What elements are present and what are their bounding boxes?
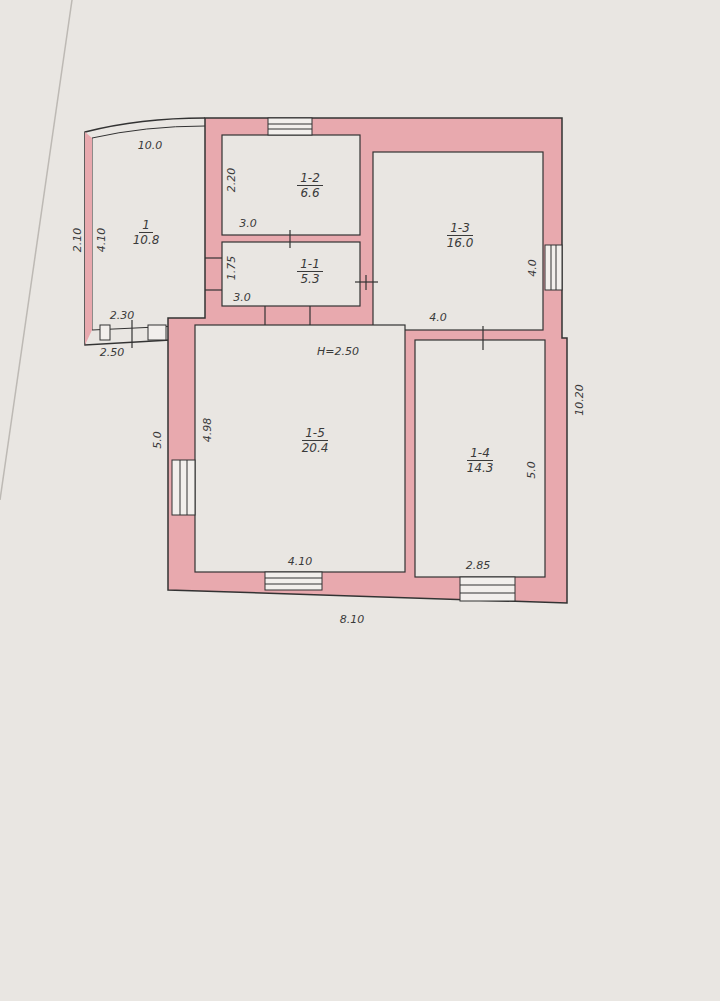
room-number: 1-4 bbox=[467, 446, 493, 461]
dimension-label: H=2.50 bbox=[317, 346, 359, 358]
dimension-label: 8.10 bbox=[340, 614, 365, 626]
veranda-inner bbox=[92, 126, 205, 330]
dimension-label: 5.0 bbox=[526, 461, 538, 479]
room: 1-414.3 bbox=[420, 380, 540, 540]
veranda-outline bbox=[85, 118, 205, 345]
dimension-label: 4.98 bbox=[202, 418, 214, 443]
outer-wall bbox=[168, 118, 567, 603]
room: 1-15.3 bbox=[260, 246, 360, 296]
room-area: 10.8 bbox=[130, 233, 163, 247]
dimension-label: 3.0 bbox=[239, 218, 257, 230]
dimension-label: 4.10 bbox=[288, 556, 313, 568]
room-number: 1-1 bbox=[297, 257, 323, 272]
dimension-label: 10.20 bbox=[574, 384, 586, 416]
room: 110.8 bbox=[92, 140, 200, 325]
dimension-label: 5.0 bbox=[152, 431, 164, 449]
room: 1-316.0 bbox=[385, 160, 535, 310]
dimension-label: 3.0 bbox=[233, 292, 251, 304]
room-number: 1-3 bbox=[447, 221, 473, 236]
dimension-label: 2.30 bbox=[110, 310, 135, 322]
room: 1-520.4 bbox=[240, 360, 390, 520]
room-area: 6.6 bbox=[297, 186, 322, 200]
room-area: 16.0 bbox=[444, 236, 477, 250]
room-number: 1 bbox=[139, 218, 153, 233]
dimension-label: 2.10 bbox=[72, 228, 84, 253]
dimension-label: 4.0 bbox=[429, 312, 447, 324]
room: 1-26.6 bbox=[260, 140, 360, 230]
room-area: 20.4 bbox=[299, 441, 332, 455]
room-number: 1-5 bbox=[302, 426, 328, 441]
dimension-label: 4.10 bbox=[96, 228, 108, 253]
sheet-edge bbox=[0, 0, 72, 500]
dimension-label: 10.0 bbox=[138, 140, 163, 152]
room-number: 1-2 bbox=[297, 171, 323, 186]
dimension-label: 2.50 bbox=[100, 347, 125, 359]
dimension-label: 1.75 bbox=[226, 256, 238, 281]
dimension-label: 2.20 bbox=[226, 168, 238, 193]
dimension-label: 2.85 bbox=[466, 560, 491, 572]
room-area: 14.3 bbox=[464, 461, 497, 475]
room-area: 5.3 bbox=[297, 272, 322, 286]
dimension-label: 4.0 bbox=[527, 259, 539, 277]
